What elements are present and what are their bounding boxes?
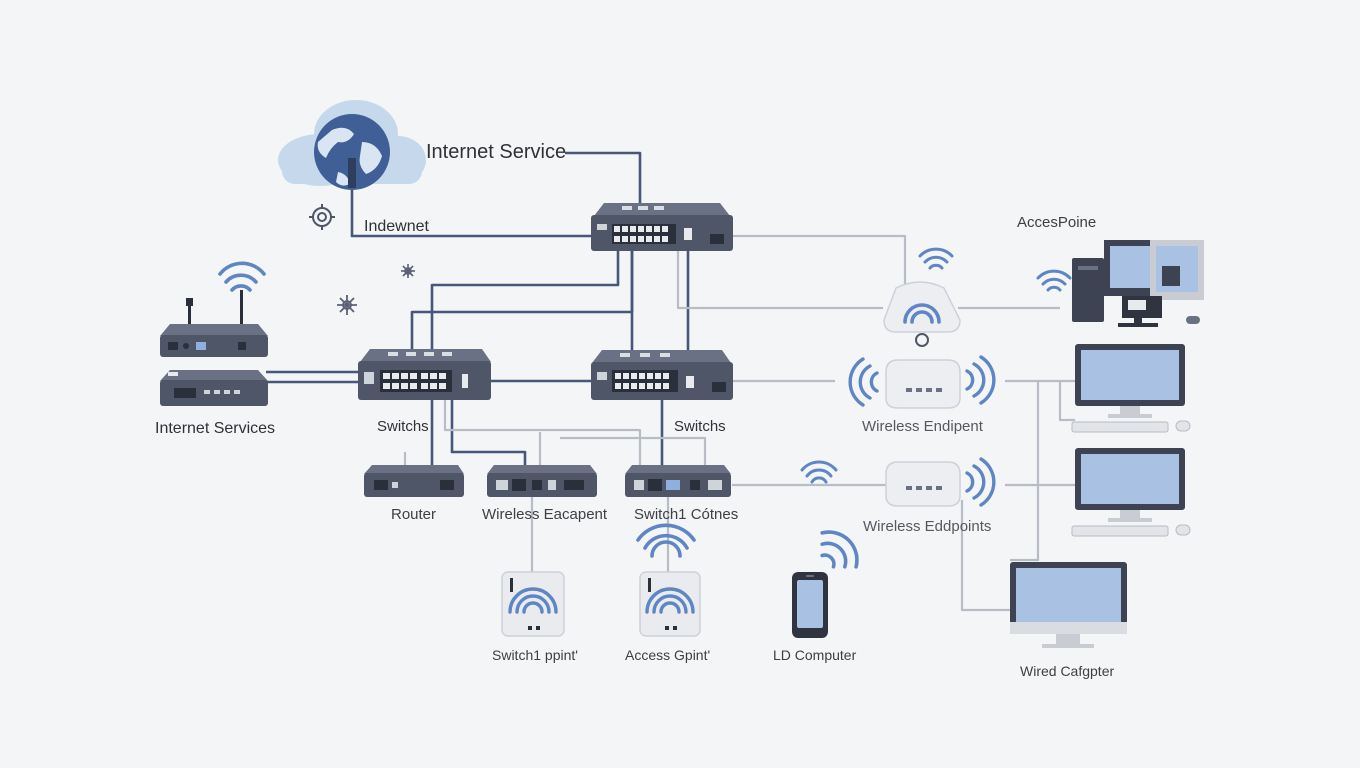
label-internet-services: Internet Services [155, 420, 276, 437]
wifi-icon [218, 261, 266, 292]
desktop-computer-icon [1071, 448, 1191, 537]
switch-icon [487, 465, 597, 497]
settings-icon [309, 204, 335, 230]
dark-links [266, 151, 690, 466]
settings-icon [337, 295, 357, 315]
link-pc2-bus [1058, 381, 1075, 422]
label-switch-ppint: Switch1 ppint' [492, 647, 578, 663]
link-vertical-bus [1010, 381, 1040, 562]
switch-icon [591, 350, 733, 400]
label-wireless-eddpoints: Wireless Eddpoints [863, 518, 992, 535]
access-point-icon [885, 359, 961, 409]
wifi-icon [800, 460, 838, 484]
access-point-icon [639, 571, 701, 637]
router-icon [364, 465, 464, 497]
settings-icon [401, 264, 415, 278]
wifi-icon [636, 523, 696, 558]
link-cloud-core [565, 151, 642, 205]
access-point-icon [885, 461, 961, 507]
link-core-ap-b [676, 250, 883, 310]
wifi-icon [820, 530, 859, 569]
link-indewnet-core [350, 175, 594, 238]
link-switch-wap-bottom [450, 398, 527, 466]
access-point-icon [501, 571, 565, 637]
desktop-computer-icon [1072, 240, 1204, 327]
switch-icon [625, 465, 731, 497]
label-switchs-left: Switchs [377, 418, 429, 435]
label-accespoine: AccesPoine [1017, 214, 1097, 231]
switch-icon [358, 349, 491, 400]
router-icon [160, 290, 268, 357]
cloud-globe-icon [278, 100, 426, 190]
label-access-gpint: Access Gpint' [625, 647, 711, 663]
label-indewnet: Indewnet [364, 218, 429, 235]
wifi-icon [1036, 269, 1072, 292]
label-switch-cotnes: Switch1 Cótnes [634, 506, 739, 523]
desktop-computer-icon [1010, 562, 1127, 648]
label-wireless-eacapent: Wireless Eacapent [482, 506, 608, 523]
label-wireless-endipent: Wireless Endipent [862, 418, 983, 435]
link-core-switch-left-a [430, 250, 620, 372]
label-router: Router [391, 506, 437, 523]
label-ld-computer: LD Computer [773, 647, 857, 663]
switch-icon [591, 203, 733, 251]
desktop-computer-icon [1071, 344, 1191, 433]
label-internet-service: Internet Service [426, 141, 567, 163]
label-switchs-right: Switchs [674, 418, 726, 435]
link-core-ap [732, 234, 907, 288]
wifi-icon [918, 247, 954, 270]
access-point-icon [883, 281, 961, 347]
router-icon [160, 370, 268, 406]
label-wired-cafgpter: Wired Cafgpter [1020, 663, 1115, 679]
link-bottom-bus-b [443, 398, 642, 466]
smartphone-icon [792, 572, 828, 638]
link-bottom-bus-d [560, 436, 707, 466]
light-links [403, 234, 1075, 612]
link-wired-pc [960, 500, 1010, 612]
